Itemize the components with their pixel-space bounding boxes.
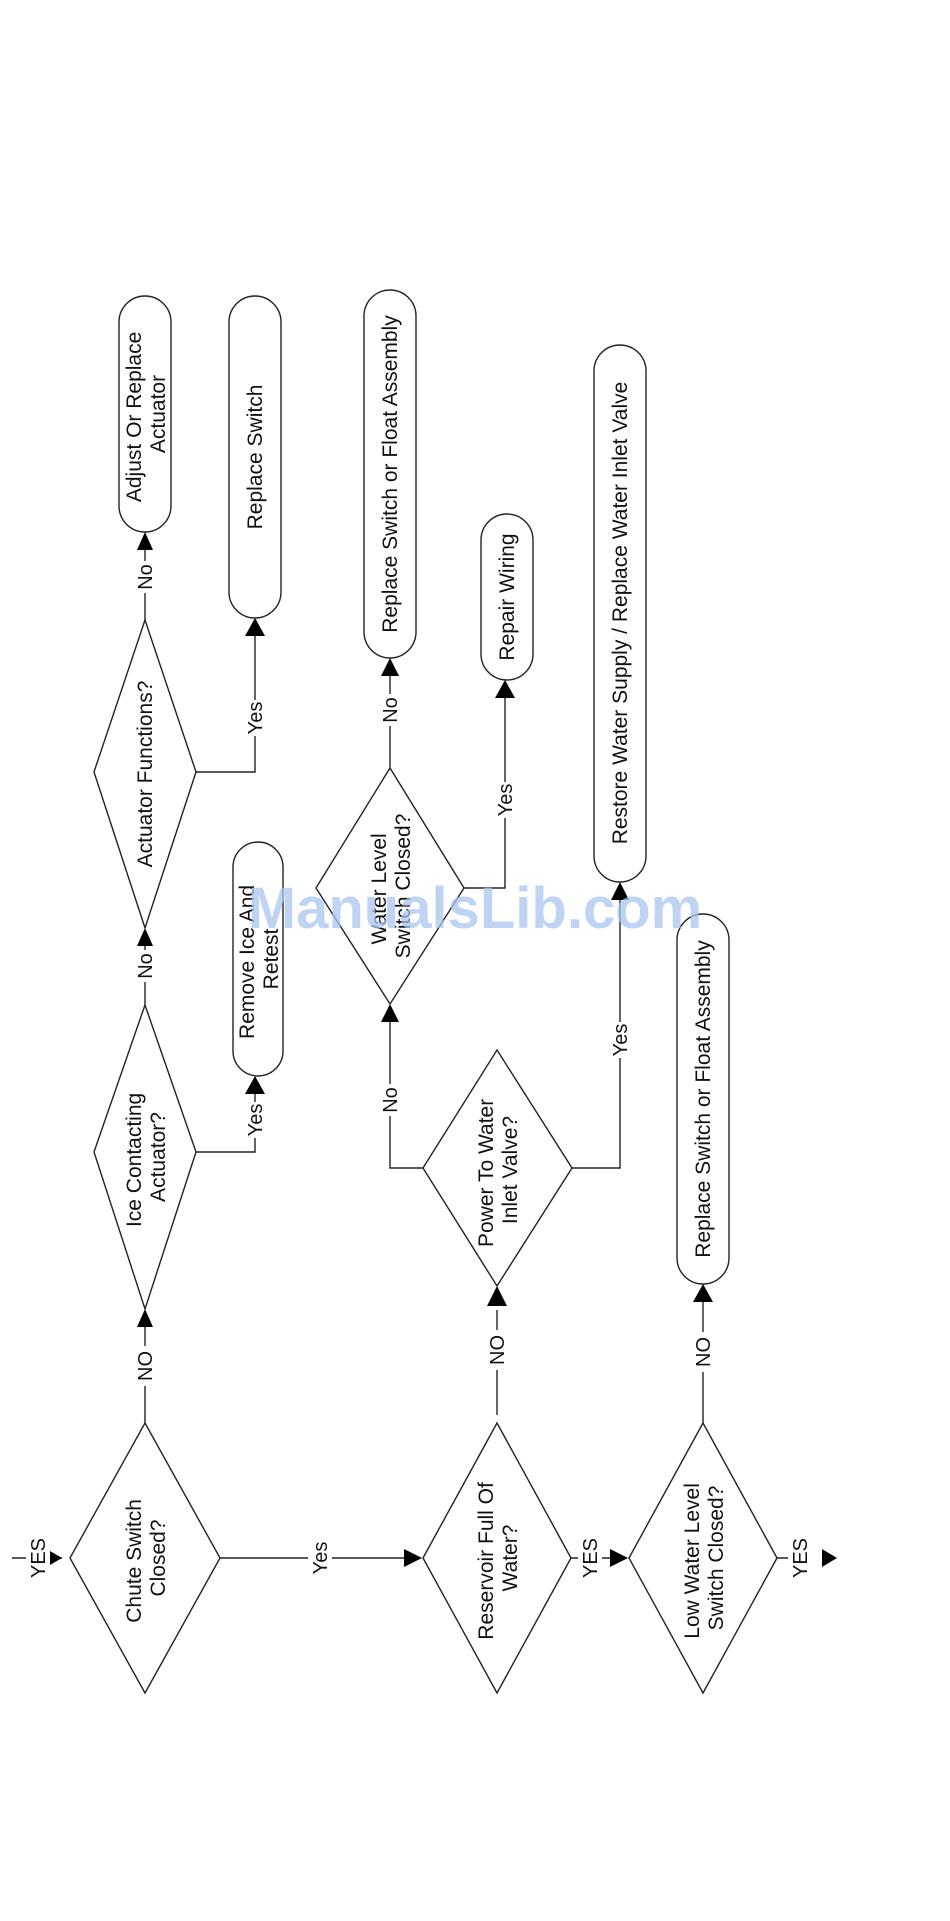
decision-label-line: Water?	[499, 1525, 522, 1592]
svg-text:Replace Switch or Float Assemb: Replace Switch or Float Assembly	[692, 940, 715, 1258]
arrowhead	[693, 1284, 713, 1302]
edge-label-low-water-no: NO	[693, 1337, 715, 1367]
arrowhead	[50, 1551, 62, 1565]
edge-label-actuator-no: No	[135, 564, 157, 590]
edge-label-ice-no: No	[135, 953, 157, 979]
svg-text:Restore Water Supply / Replace: Restore Water Supply / Replace Water Inl…	[609, 382, 632, 845]
edge-label-water-level-yes: Yes	[495, 784, 517, 817]
decision-label-line: Actuator?	[147, 1112, 170, 1202]
terminal-replace-float-2: Replace Switch or Float Assembly	[676, 913, 730, 1285]
decision-water-level-switch: Water Level Switch Closed?	[315, 766, 465, 1006]
svg-text:Chute Switch Closed?: Chute Switch Closed?	[123, 1493, 170, 1623]
terminal-label-line: Retest	[260, 928, 283, 989]
terminal-remove-ice: Remove Ice And Retest	[232, 841, 284, 1077]
decision-chute-switch: Chute Switch Closed?	[69, 1421, 221, 1695]
edge-label-actuator-yes: Yes	[245, 702, 267, 735]
terminal-replace-switch: Replace Switch	[228, 295, 282, 619]
svg-text:Reservoir Full Of Water?: Reservoir Full Of Water?	[475, 1476, 522, 1639]
arrowhead	[245, 1076, 265, 1094]
arrowhead	[245, 618, 265, 636]
edge-label-water-level-no: No	[380, 697, 402, 723]
decision-low-water-switch: Low Water Level Switch Closed?	[628, 1421, 778, 1695]
decision-label-line: Low Water Level	[681, 1483, 704, 1639]
arrowhead	[495, 680, 515, 698]
terminal-restore-water: Restore Water Supply / Replace Water Inl…	[593, 344, 647, 883]
edge-label-entry-yes: YES	[28, 1538, 50, 1578]
arrowhead	[611, 882, 629, 900]
arrowhead	[381, 658, 399, 676]
decision-label-line: Power To Water	[475, 1099, 498, 1247]
power-yes-line	[572, 900, 621, 1169]
edge-label-chute-no: NO	[135, 1351, 157, 1381]
edge-label-reservoir-no: NO	[487, 1335, 509, 1365]
decision-label-line: Ice Contacting	[123, 1093, 146, 1227]
decision-actuator-functions: Actuator Functions?	[93, 617, 197, 931]
arrowhead	[137, 1309, 153, 1327]
decision-label-line: Water Level	[368, 833, 391, 944]
arrowhead	[822, 1549, 837, 1567]
terminal-repair-wiring: Repair Wiring	[480, 513, 534, 681]
arrowheads	[50, 532, 837, 1567]
edge-label-chute-yes: Yes	[310, 1542, 332, 1575]
terminal-label-line: Replace Switch	[244, 385, 267, 530]
svg-text:Ice Contacting Actuator?: Ice Contacting Actuator?	[123, 1087, 170, 1227]
edge-label-low-water-yes: YES	[790, 1538, 812, 1578]
edge-labels: YES NO Yes No Yes No Yes YES NO No Yes N…	[26, 561, 812, 1580]
terminal-label-line: Replace Switch or Float Assembly	[379, 315, 402, 633]
decision-power-to-valve: Power To Water Inlet Valve?	[422, 1048, 573, 1288]
terminal-label-line: Actuator	[147, 375, 170, 453]
decision-label-line: Closed?	[147, 1519, 170, 1596]
decision-reservoir-full: Reservoir Full Of Water?	[422, 1421, 572, 1695]
edge-label-reservoir-yes: YES	[580, 1538, 602, 1578]
terminal-label-line: Adjust Or Replace	[123, 332, 146, 502]
svg-text:Low Water Level Switch C: Low Water Level Switch Closed?	[681, 1477, 728, 1638]
edge-label-power-yes: Yes	[610, 1024, 632, 1057]
decision-label-line: Inlet Valve?	[499, 1116, 522, 1224]
svg-text:Repair Wiring: Repair Wiring	[496, 533, 519, 660]
svg-text:Actuator Functions?: Actuator Functions?	[134, 681, 157, 868]
decision-label-line: Actuator Functions?	[134, 681, 157, 868]
terminal-adjust-actuator: Adjust Or Replace Actuator	[118, 295, 172, 533]
decision-ice-contacting: Ice Contacting Actuator?	[93, 1002, 197, 1312]
svg-text:Replace Switch: Replace Switch	[244, 385, 267, 530]
decision-label-line: Switch Closed?	[705, 1486, 728, 1631]
svg-text:Adjust Or Replace Actuat: Adjust Or Replace Actuator	[123, 326, 170, 502]
arrowhead	[487, 1286, 507, 1306]
terminal-replace-float-1: Replace Switch or Float Assembly	[363, 289, 417, 659]
actuator-yes-line	[196, 630, 256, 773]
svg-text:Water Level Switch Close: Water Level Switch Closed?	[368, 814, 415, 959]
arrowhead	[610, 1549, 628, 1567]
decision-label-line: Chute Switch	[123, 1499, 146, 1623]
terminal-label-line: Restore Water Supply / Replace Water Inl…	[609, 382, 632, 845]
svg-text:Replace Switch or Float Assemb: Replace Switch or Float Assembly	[379, 315, 402, 633]
terminal-label-line: Remove Ice And	[236, 885, 259, 1039]
terminal-label-line: Replace Switch or Float Assembly	[692, 940, 715, 1258]
svg-text:Power To Water Inlet Val: Power To Water Inlet Valve?	[475, 1093, 522, 1247]
terminal-label-line: Repair Wiring	[496, 533, 519, 660]
watermark: ManualsLib.com	[248, 876, 702, 941]
svg-text:Remove Ice And Retest: Remove Ice And Retest	[236, 879, 283, 1039]
arrowhead	[137, 532, 153, 550]
edge-label-power-no: No	[380, 1087, 402, 1113]
arrowhead	[381, 1004, 399, 1022]
edge-label-ice-yes: Yes	[245, 1104, 267, 1137]
arrowhead	[137, 928, 153, 946]
water-level-yes-line	[464, 690, 506, 889]
power-no-line	[389, 1022, 423, 1169]
decision-label-line: Switch Closed?	[392, 814, 415, 959]
decision-label-line: Reservoir Full Of	[475, 1482, 498, 1640]
arrowhead	[404, 1549, 422, 1567]
